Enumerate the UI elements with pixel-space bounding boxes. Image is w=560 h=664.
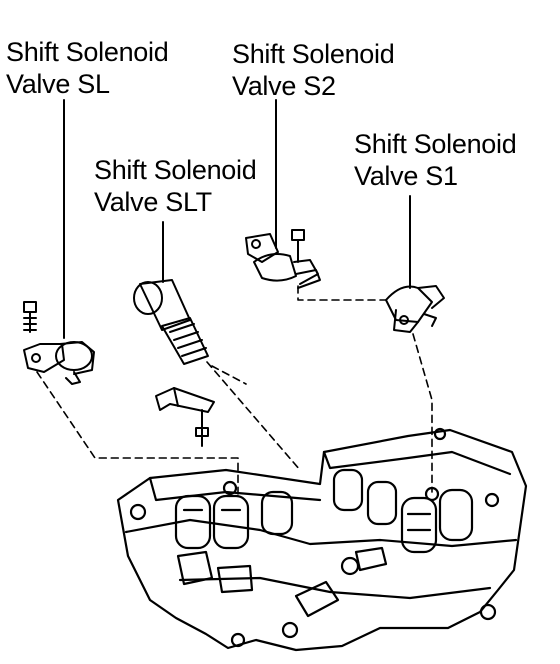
valve-body (116, 427, 528, 652)
valve-sl (23, 341, 95, 385)
valve-s1 (385, 285, 445, 333)
label-sl-line1: Shift Solenoid (6, 37, 169, 67)
assembly-lines (36, 285, 433, 495)
valve-slt (133, 279, 209, 365)
valve-s2 (245, 233, 321, 289)
bolt-s2 (291, 229, 305, 263)
label-s2-line2: Valve S2 (232, 71, 336, 101)
label-sl-line2: Valve SL (6, 69, 110, 99)
bracket-slt (155, 387, 215, 413)
label-s2-line1: Shift Solenoid (232, 39, 395, 69)
label-shift-solenoid-valve-slt: Shift Solenoid Valve SLT (94, 154, 257, 218)
label-shift-solenoid-valve-s1: Shift Solenoid Valve S1 (354, 128, 517, 192)
bolt-slt (195, 409, 209, 447)
label-shift-solenoid-valve-s2: Shift Solenoid Valve S2 (232, 38, 395, 102)
bolt-sl (23, 301, 37, 333)
label-slt-line1: Shift Solenoid (94, 155, 257, 185)
label-s1-line1: Shift Solenoid (354, 129, 517, 159)
label-shift-solenoid-valve-sl: Shift Solenoid Valve SL (6, 36, 169, 100)
label-s1-line2: Valve S1 (354, 161, 458, 191)
label-slt-line2: Valve SLT (94, 187, 212, 217)
